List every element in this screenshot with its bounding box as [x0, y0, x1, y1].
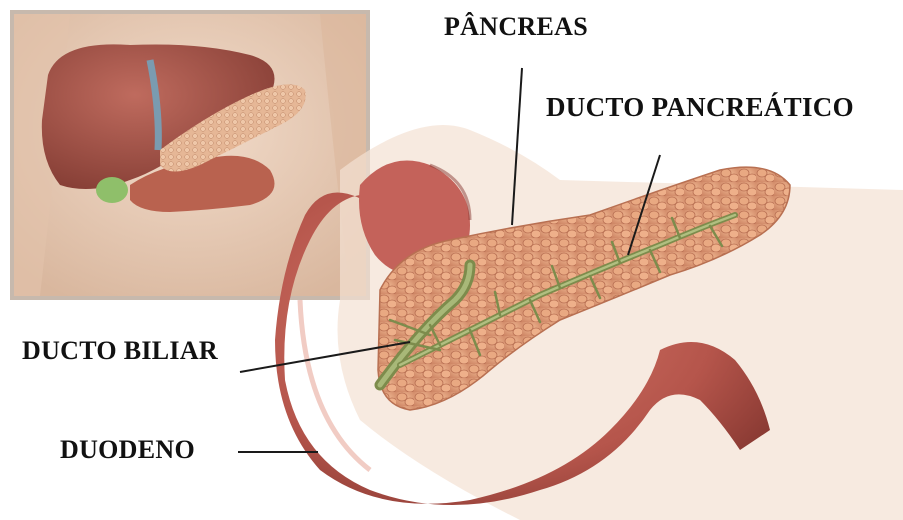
- gallbladder-icon: [96, 177, 128, 203]
- inset-liver: [42, 44, 306, 212]
- label-duodenum: DUODENO: [60, 435, 195, 465]
- label-pancreatic-duct: DUCTO PANCREÁTICO: [546, 92, 854, 123]
- label-bile-duct: DUCTO BILIAR: [22, 336, 218, 366]
- label-pancreas: PÂNCREAS: [444, 12, 588, 42]
